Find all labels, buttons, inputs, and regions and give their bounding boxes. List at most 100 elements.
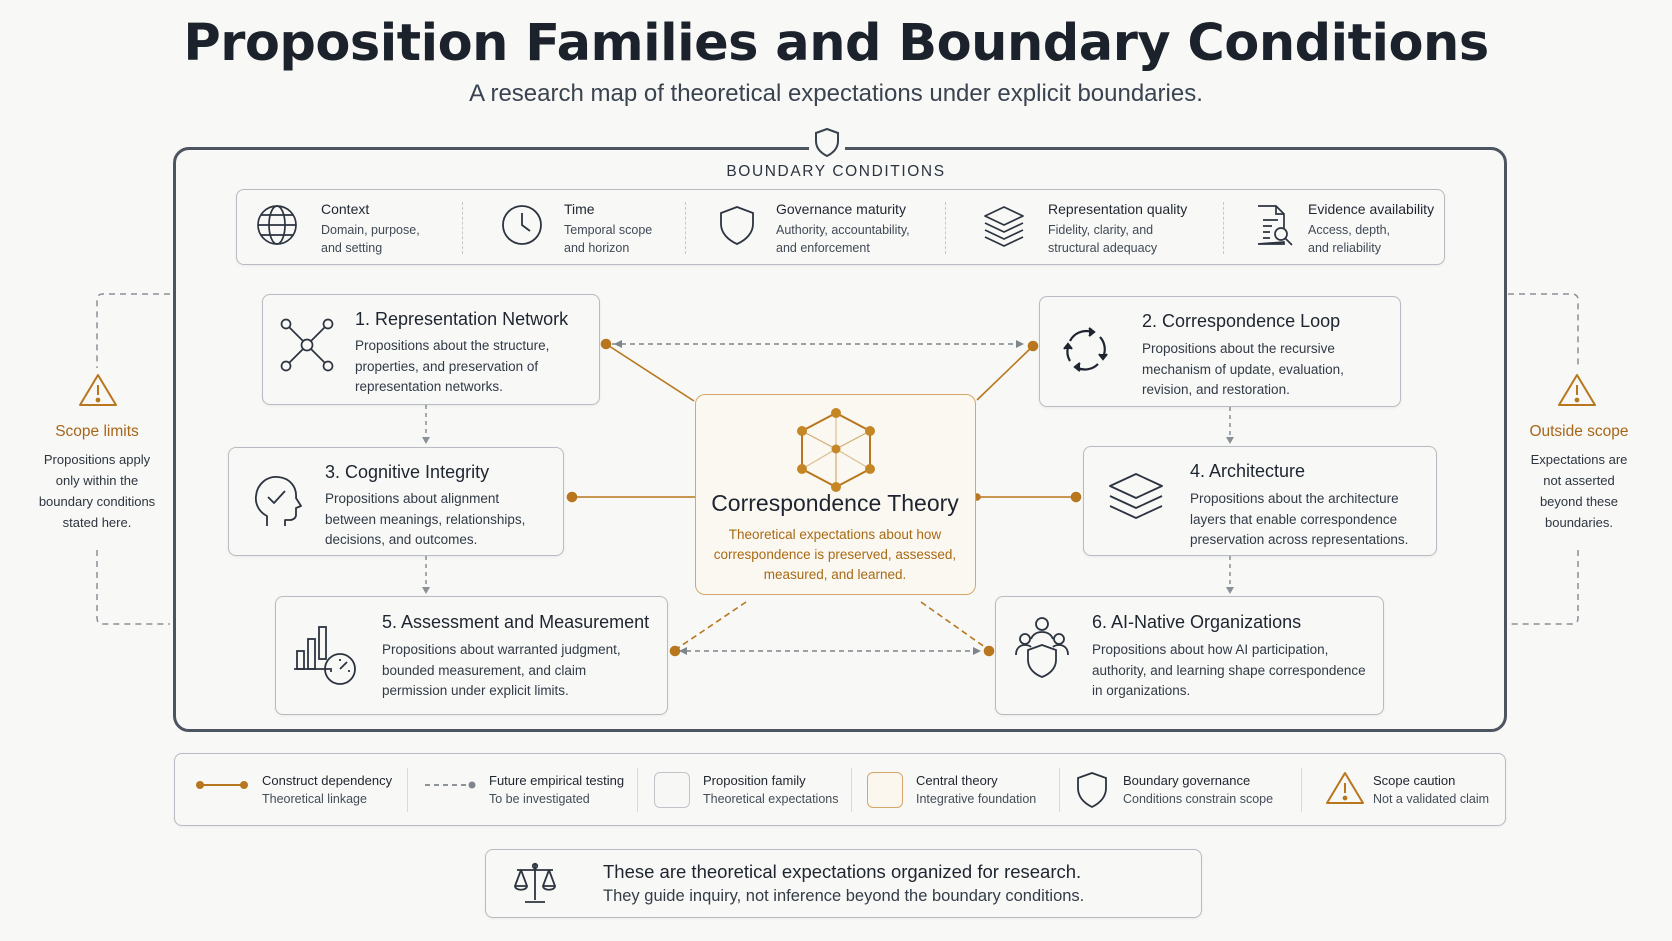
divider xyxy=(685,202,686,254)
stack-layers-icon xyxy=(1106,469,1166,529)
legend-desc: Conditions constrain scope xyxy=(1123,792,1274,806)
scope-right-bracket xyxy=(1508,293,1579,625)
boundary-item-title: Representation quality xyxy=(1048,201,1188,217)
proposition-card-1[interactable]: 1. Representation Network Propositions a… xyxy=(262,294,600,405)
dashed-gold-link-central-6 xyxy=(920,601,995,657)
dashed-link-4-6 xyxy=(1226,556,1234,594)
proposition-desc: Propositions about the structure, proper… xyxy=(355,338,550,394)
boundary-item-governance: Governance maturity Authority, accountab… xyxy=(776,201,946,257)
divider xyxy=(462,202,463,254)
boundary-item-desc: and setting xyxy=(321,241,383,255)
research-note: These are theoretical expectations organ… xyxy=(485,849,1202,918)
network-icon xyxy=(277,315,337,375)
legend: Construct dependency Theoretical linkage… xyxy=(174,753,1506,826)
boundary-item-desc: and enforcement xyxy=(776,241,870,255)
scope-limits-title: Scope limits xyxy=(55,423,139,440)
legend-title: Future empirical testing xyxy=(489,773,625,788)
legend-desc: To be investigated xyxy=(489,792,590,806)
boundary-item-desc: and horizon xyxy=(564,241,630,255)
dashed-connector-icon xyxy=(423,778,477,797)
dashed-link-2-4 xyxy=(1226,407,1234,444)
solid-connector-icon xyxy=(195,778,249,797)
warning-icon xyxy=(78,372,118,408)
note-line-1: These are theoretical expectations organ… xyxy=(603,861,1082,882)
proposition-title: 3. Cognitive Integrity xyxy=(325,462,490,482)
legend-desc: Theoretical linkage xyxy=(262,792,367,806)
boundary-item-desc: Domain, purpose, xyxy=(321,223,420,237)
boundary-conditions-label: BOUNDARY CONDITIONS xyxy=(726,163,946,180)
solid-link-central-3 xyxy=(566,491,695,503)
proposition-card-6[interactable]: 6. AI-Native Organizations Propositions … xyxy=(995,596,1384,715)
boundary-item-title: Governance maturity xyxy=(776,201,906,217)
warning-icon xyxy=(1557,372,1597,408)
divider xyxy=(851,768,852,812)
dashed-link-1-2 xyxy=(612,340,1026,348)
boundary-item-desc: structural adequacy xyxy=(1048,241,1158,255)
boundary-item-desc: and reliability xyxy=(1308,241,1381,255)
proposition-desc: Propositions about the architecture laye… xyxy=(1190,491,1409,547)
layers-icon xyxy=(981,202,1027,248)
solid-link-central-1 xyxy=(600,338,695,402)
divider xyxy=(1223,202,1224,254)
page-title: Proposition Families and Boundary Condit… xyxy=(183,14,1489,73)
boundary-item-desc: Temporal scope xyxy=(564,223,653,237)
divider xyxy=(945,202,946,254)
divider xyxy=(1059,768,1060,812)
outside-scope-desc: Expectations are not asserted beyond the… xyxy=(1530,452,1628,530)
proposition-title: 2. Correspondence Loop xyxy=(1142,311,1341,331)
legend-title: Proposition family xyxy=(703,773,806,788)
boundary-item-title: Context xyxy=(321,201,370,217)
outside-scope-title: Outside scope xyxy=(1529,423,1629,440)
document-search-icon xyxy=(1250,202,1296,248)
dashed-link-3-5 xyxy=(422,556,430,594)
dashed-gold-link-central-5 xyxy=(669,601,747,657)
globe-icon xyxy=(254,202,300,248)
boundary-item-time: Time Temporal scope and horizon xyxy=(564,201,734,257)
head-check-icon xyxy=(247,472,307,532)
legend-desc: Not a validated claim xyxy=(1373,792,1490,806)
proposition-title: 5. Assessment and Measurement xyxy=(382,612,650,632)
boundary-item-desc: Access, depth, xyxy=(1308,223,1390,237)
page-subtitle: A research map of theoretical expectatio… xyxy=(469,80,1203,107)
dashed-link-1-3 xyxy=(422,405,430,444)
central-theory-title: Correspondence Theory xyxy=(711,490,959,516)
scope-left-bracket xyxy=(96,293,170,625)
gold-box-icon xyxy=(867,772,903,808)
grey-box-icon xyxy=(654,772,690,808)
proposition-title: 1. Representation Network xyxy=(355,309,569,329)
proposition-title: 6. AI-Native Organizations xyxy=(1092,612,1302,632)
boundary-item-title: Evidence availability xyxy=(1308,201,1435,217)
chart-gauge-icon xyxy=(292,621,362,687)
boundary-item-evidence: Evidence availability Access, depth, and… xyxy=(1308,201,1478,257)
note-line-2: They guide inquiry, not inference beyond… xyxy=(603,887,1085,905)
divider xyxy=(1301,768,1302,812)
proposition-desc: Propositions about alignment between mea… xyxy=(325,491,526,547)
warning-icon xyxy=(1325,770,1365,811)
scales-icon xyxy=(511,860,559,911)
people-shield-icon xyxy=(1014,613,1070,683)
dashed-link-5-6 xyxy=(677,647,983,655)
central-theory-desc: Theoretical expectations about how corre… xyxy=(713,527,957,582)
scope-limits-desc: Propositions apply only within the bound… xyxy=(38,452,156,530)
legend-title: Boundary governance xyxy=(1123,773,1251,788)
legend-desc: Theoretical expectations xyxy=(703,792,839,806)
proposition-desc: Propositions about warranted judgment, b… xyxy=(382,642,621,698)
central-theory-card[interactable]: Correspondence Theory Theoretical expect… xyxy=(695,394,976,595)
boundary-item-context: Context Domain, purpose, and setting xyxy=(321,201,491,257)
clock-icon xyxy=(499,202,545,248)
divider xyxy=(407,768,408,812)
solid-link-central-2 xyxy=(976,340,1039,401)
proposition-card-4[interactable]: 4. Architecture Propositions about the a… xyxy=(1083,446,1437,556)
proposition-card-5[interactable]: 5. Assessment and Measurement Propositio… xyxy=(275,596,668,715)
proposition-card-2[interactable]: 2. Correspondence Loop Propositions abou… xyxy=(1039,296,1401,407)
cycle-arrows-icon xyxy=(1056,319,1116,379)
legend-title: Central theory xyxy=(916,773,998,788)
boundary-conditions-bar: Context Domain, purpose, and setting Tim… xyxy=(236,189,1445,265)
boundary-item-desc: Authority, accountability, xyxy=(776,223,910,237)
proposition-desc: Propositions about the recursive mechani… xyxy=(1142,341,1344,397)
proposition-title: 4. Architecture xyxy=(1190,461,1306,481)
shield-icon xyxy=(1075,770,1109,815)
boundary-shield-icon xyxy=(809,124,845,160)
proposition-card-3[interactable]: 3. Cognitive Integrity Propositions abou… xyxy=(228,447,564,556)
boundary-item-representation: Representation quality Fidelity, clarity… xyxy=(1048,201,1218,257)
